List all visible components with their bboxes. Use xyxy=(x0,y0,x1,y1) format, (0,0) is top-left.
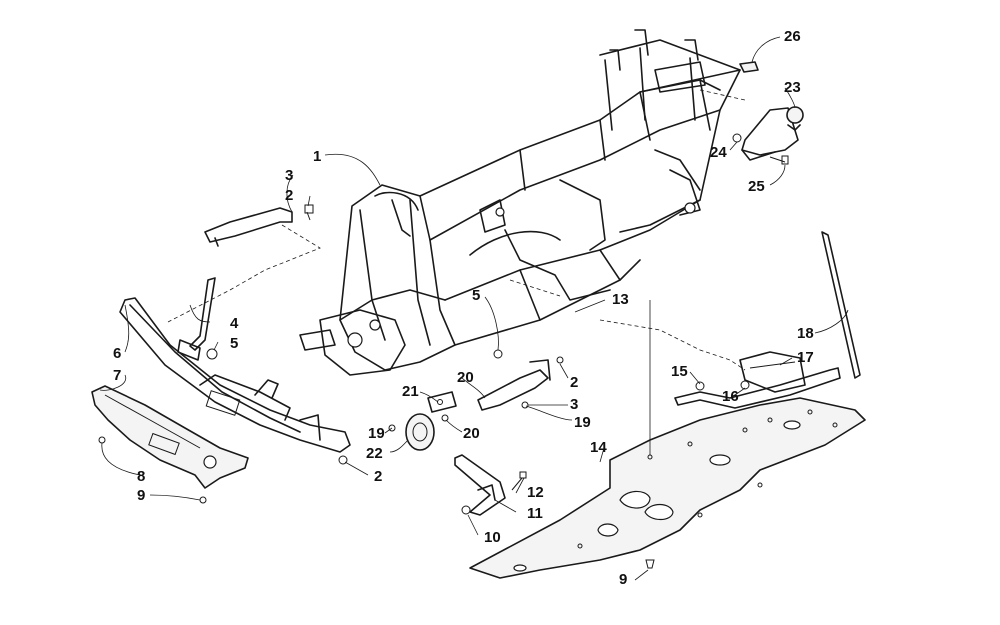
callout-8: 8 xyxy=(137,468,145,485)
callout-26: 26 xyxy=(784,28,801,45)
bolt-12 xyxy=(511,471,527,491)
callout-15: 15 xyxy=(671,363,688,380)
callout-5-left: 5 xyxy=(230,335,238,352)
fastener-19-right xyxy=(521,401,529,409)
front-skid-plate xyxy=(91,385,249,489)
support-bracket xyxy=(454,454,506,516)
callout-labels: 1 3 2 4 5 6 7 8 9 2 5 13 20 21 2 3 19 19… xyxy=(113,28,814,588)
callout-17: 17 xyxy=(797,349,814,366)
callout-9-rear: 9 xyxy=(619,571,627,588)
fastener-9-rear xyxy=(645,559,655,569)
rod xyxy=(821,231,861,379)
callout-1: 1 xyxy=(313,148,321,165)
callout-4: 4 xyxy=(230,315,239,332)
callout-16: 16 xyxy=(722,388,739,405)
callout-21: 21 xyxy=(402,383,419,400)
fastener-9-front xyxy=(199,496,207,504)
callout-11: 11 xyxy=(527,505,543,522)
callout-9-front: 9 xyxy=(137,487,145,504)
front-bracket-upper xyxy=(204,207,293,247)
main-frame xyxy=(299,29,741,376)
callout-6: 6 xyxy=(113,345,121,362)
main-skid-plate xyxy=(469,397,866,579)
bolt-5-left xyxy=(206,348,218,360)
front-brace xyxy=(177,277,216,361)
callout-25: 25 xyxy=(748,178,765,195)
horn-assembly xyxy=(388,391,457,451)
callout-2-lower: 2 xyxy=(374,468,382,485)
bolt-16 xyxy=(740,380,750,390)
callout-24: 24 xyxy=(710,144,727,161)
callout-12: 12 xyxy=(527,484,544,501)
callout-18: 18 xyxy=(797,325,814,342)
callout-22: 22 xyxy=(366,445,383,462)
rear-rail xyxy=(674,351,841,409)
bolt-2-lower xyxy=(338,455,348,465)
bolt-2-right xyxy=(556,356,564,364)
callout-2-upper: 2 xyxy=(285,187,293,204)
nut-24 xyxy=(732,133,742,143)
callout-19-left: 19 xyxy=(368,425,385,442)
reference-line-13 xyxy=(574,299,606,313)
callout-19-right: 19 xyxy=(574,414,591,431)
callout-10: 10 xyxy=(484,529,501,546)
pad-26 xyxy=(739,61,759,73)
bolt-25 xyxy=(769,155,789,165)
bolt-2-upper xyxy=(304,204,314,221)
callout-23: 23 xyxy=(784,79,801,96)
fastener-8 xyxy=(98,436,106,444)
callout-5-center: 5 xyxy=(472,287,480,304)
callout-20-lower: 20 xyxy=(463,425,480,442)
leader-lines xyxy=(99,36,849,581)
callout-7: 7 xyxy=(113,367,121,384)
callout-20-upper: 20 xyxy=(457,369,474,386)
bolt-15 xyxy=(695,381,705,391)
reference-dash-lines xyxy=(167,89,746,371)
callout-3-lower: 3 xyxy=(570,396,578,413)
callout-3-upper: 3 xyxy=(285,167,293,184)
callout-2-right: 2 xyxy=(570,374,578,391)
nut-10 xyxy=(461,505,471,515)
bolt-5-center xyxy=(493,349,503,359)
front-bumper xyxy=(119,297,351,453)
callout-14: 14 xyxy=(590,439,607,456)
callout-13: 13 xyxy=(612,291,629,308)
front-bracket-lower xyxy=(477,359,551,411)
hitch-assembly xyxy=(741,106,804,161)
